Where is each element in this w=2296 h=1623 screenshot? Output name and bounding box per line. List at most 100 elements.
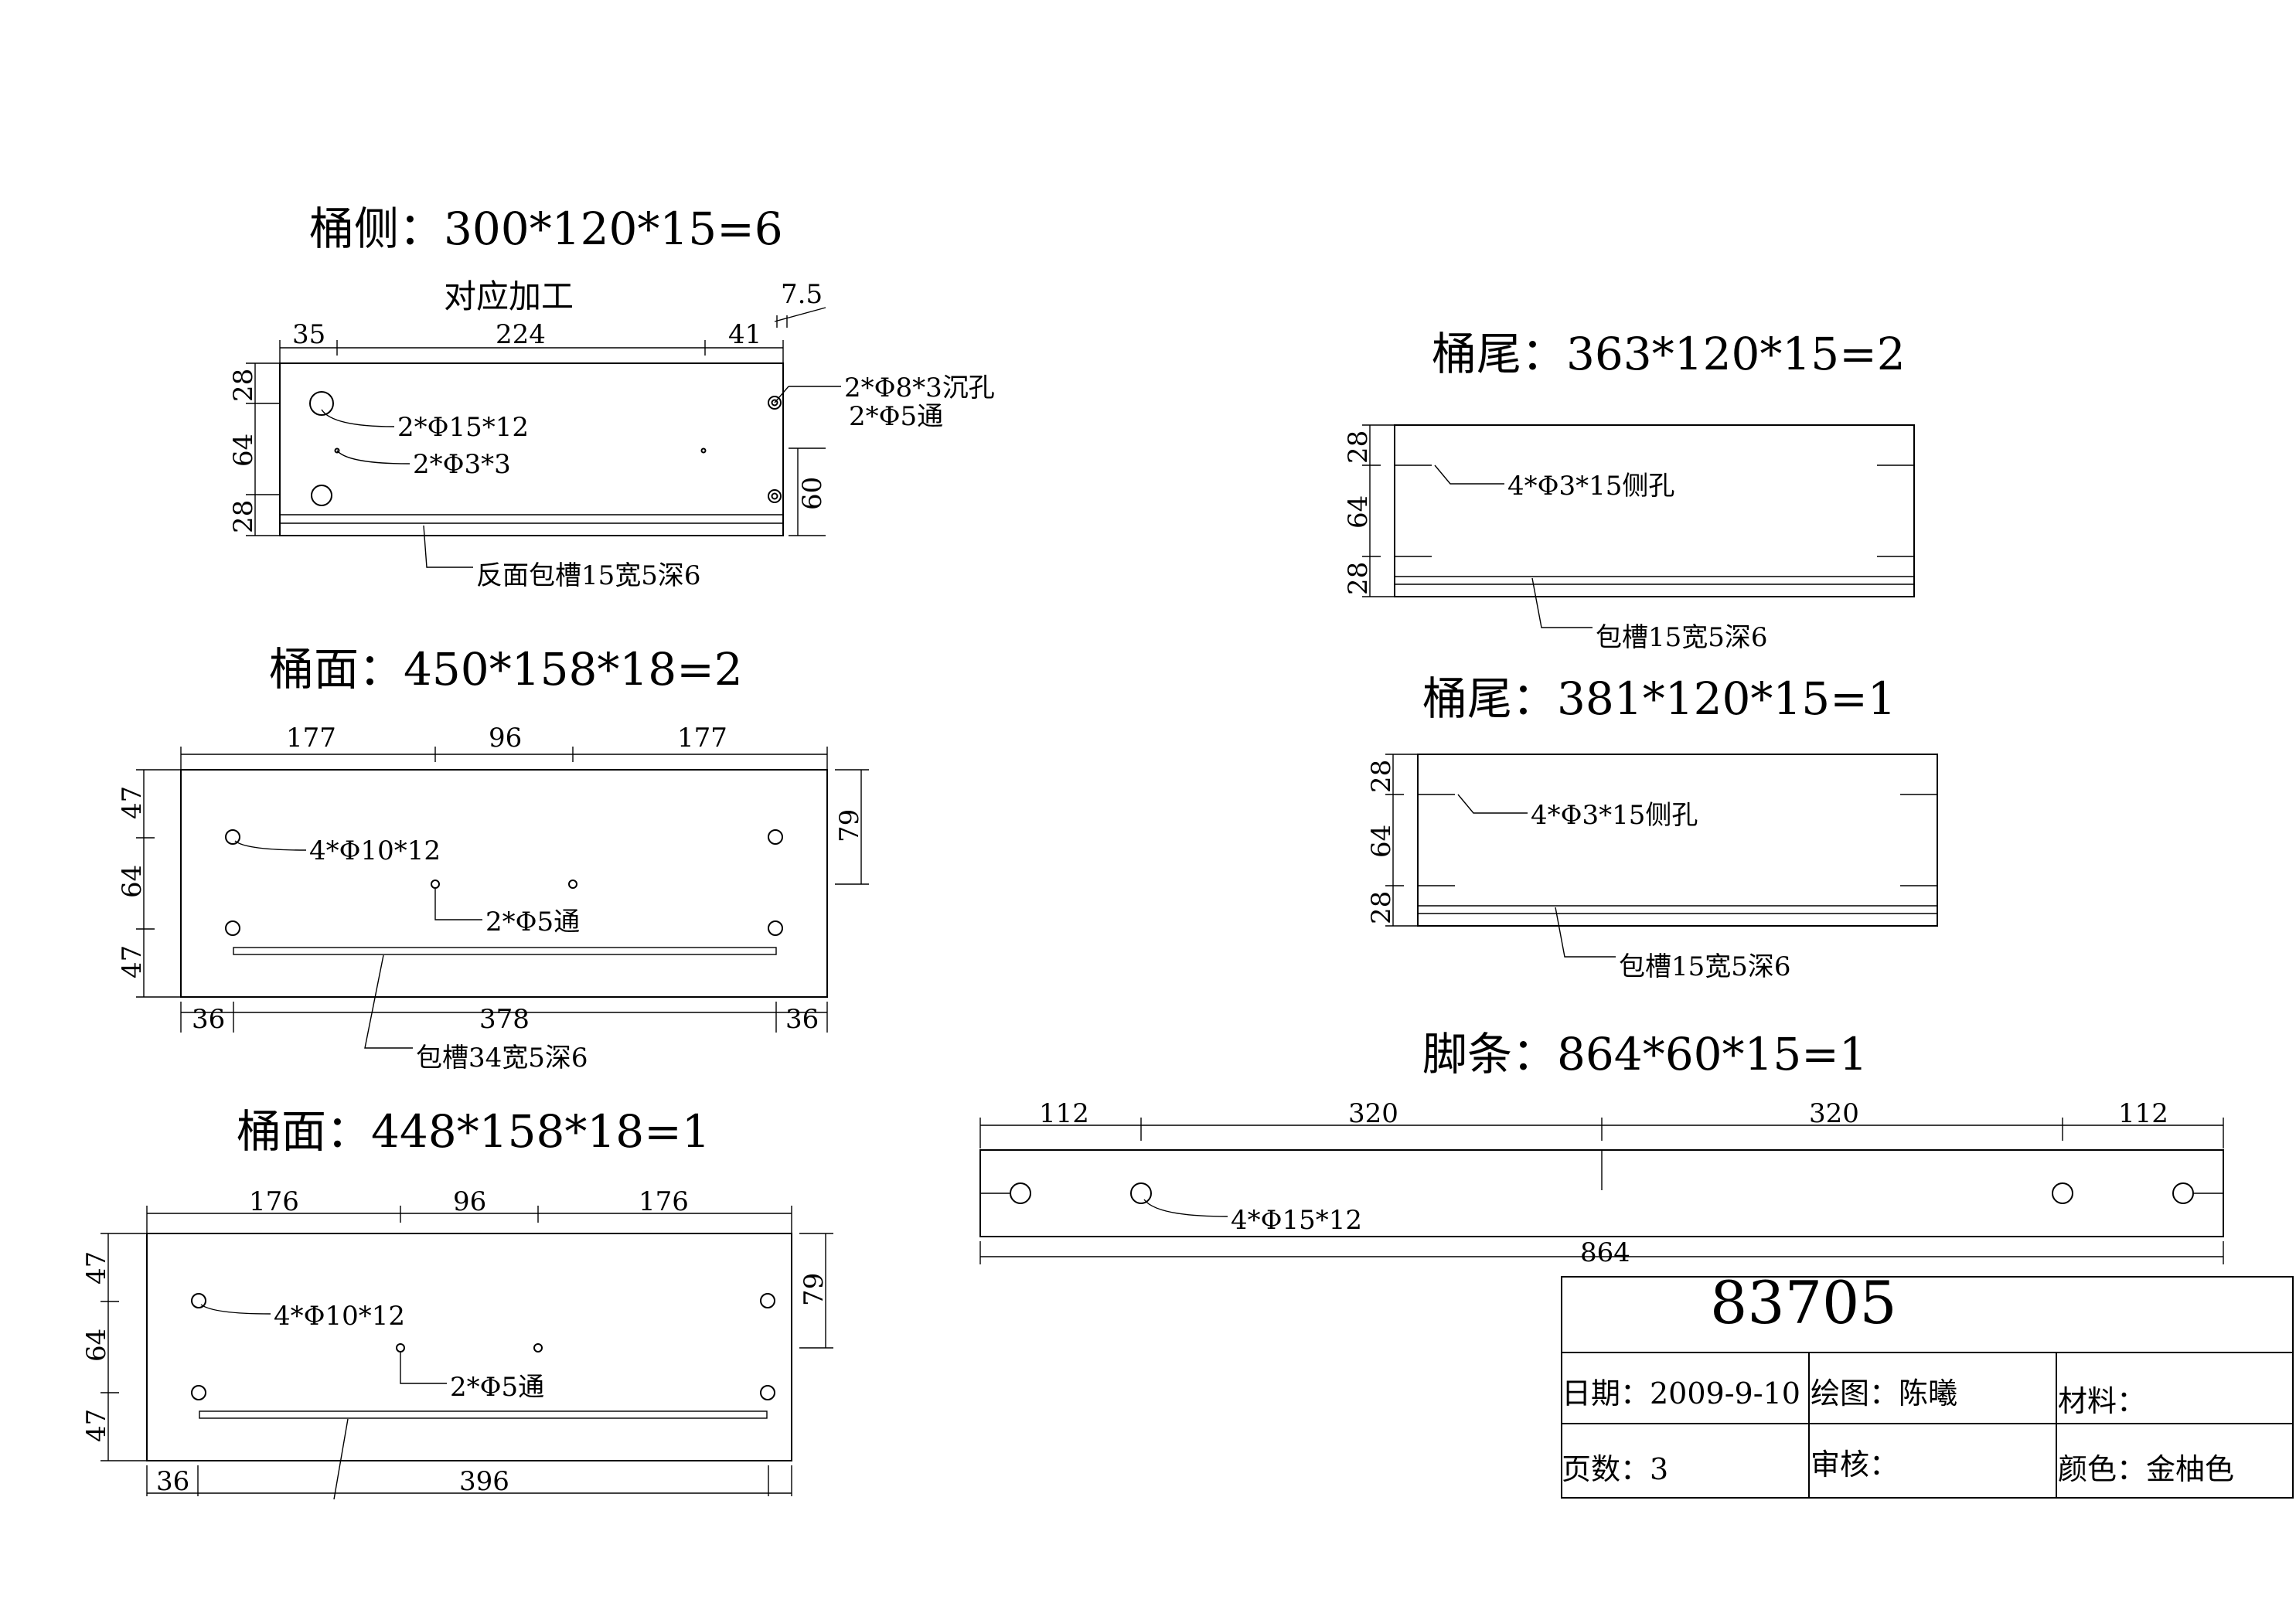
groove-note: 包槽34宽5深6 [416, 1043, 588, 1073]
dim-label: 79 [799, 1273, 829, 1306]
part-title: 桶尾：363*120*15=2 [1432, 328, 1906, 380]
part-title: 桶面：448*158*18=1 [237, 1105, 710, 1158]
dim-label: 64 [1366, 825, 1397, 858]
hole-note: 4*Φ3*15侧孔 [1531, 800, 1698, 831]
dim-label: 320 [1348, 1098, 1398, 1129]
hole-15mm [2172, 1182, 2194, 1204]
groove-note: 反面包槽15宽5深6 [476, 560, 701, 591]
dim-label: 64 [1343, 495, 1374, 529]
hole-10mm [760, 1293, 775, 1308]
dim-label: 28 [1343, 562, 1374, 595]
dim-label: 47 [117, 786, 148, 819]
dim-label: 36 [192, 1004, 225, 1035]
dim-label: 64 [81, 1329, 112, 1362]
dim-label: 224 [496, 319, 546, 350]
title-block: 83705 日期：2009-9-10 绘图：陈曦 材料： 页数：3 审核： 颜色… [1561, 1268, 2294, 1499]
hole-note: 4*Φ10*12 [274, 1301, 405, 1332]
hole-10mm [191, 1293, 206, 1308]
leader-line [423, 525, 473, 568]
dim-label: 112 [2118, 1098, 2168, 1129]
hole-10mm [225, 920, 240, 936]
leader-line [1143, 1199, 1228, 1217]
hole-15mm [309, 391, 334, 416]
part-tail-2: 桶尾：381*120*15=1 28 64 28 4*Φ3*15侧孔 包槽15宽… [1366, 672, 1938, 982]
hole-note: 2*Φ15*12 [397, 412, 529, 443]
hole-note: 4*Φ10*12 [309, 835, 441, 866]
part-tail-1: 桶尾：363*120*15=2 28 64 28 4*Φ3*15侧孔 包槽15宽… [1343, 328, 1915, 653]
leader-line [1555, 907, 1616, 958]
reviewer-field: 审核： [1811, 1448, 1899, 1482]
leader-line [774, 307, 826, 322]
leader-line [200, 1304, 271, 1315]
dim-label: 28 [228, 369, 259, 402]
leader-line [333, 1418, 349, 1500]
part-side: 桶侧：300*120*15=6 对应加工 35 224 41 7.5 28 64… [228, 202, 995, 591]
leader-line [774, 386, 789, 403]
dim-label: 64 [228, 434, 259, 467]
dim-label: 28 [228, 500, 259, 533]
panel-outline [1417, 754, 1938, 927]
leader-line [364, 954, 413, 1049]
dim-label: 112 [1039, 1098, 1089, 1129]
hole-15mm [311, 485, 332, 506]
dim-label: 35 [292, 319, 325, 350]
hole-note: 2*Φ5通 [485, 907, 580, 937]
groove-note: 包槽15宽5深6 [1619, 951, 1791, 982]
hole-10mm [768, 920, 783, 936]
hole-note: 2*Φ3*3 [413, 449, 511, 480]
leader-line [400, 1352, 447, 1384]
through-hole [771, 492, 778, 500]
part-top-1: 桶面：450*158*18=2 177 96 177 47 64 47 79 3… [117, 643, 869, 1073]
hole-15mm [1010, 1182, 1031, 1204]
dim-label: 96 [453, 1186, 486, 1217]
dim-label: 864 [1580, 1237, 1630, 1268]
groove [233, 947, 777, 955]
dim-label: 79 [834, 809, 865, 842]
dim-label: 176 [249, 1186, 299, 1217]
dim-label: 396 [459, 1466, 509, 1497]
dim-label: 47 [117, 945, 148, 978]
dim-label: 36 [156, 1466, 189, 1497]
part-title: 脚条：864*60*15=1 [1422, 1028, 1868, 1080]
dim-label: 177 [677, 723, 727, 754]
groove-note: 包槽15宽5深6 [1596, 622, 1768, 653]
hole-15mm [2052, 1182, 2073, 1204]
panel-outline [180, 769, 828, 998]
dim-label: 41 [728, 319, 761, 350]
leader-line [234, 840, 307, 851]
dim-label: 47 [81, 1251, 112, 1284]
leader-line [1457, 794, 1528, 814]
hole-5mm [533, 1343, 543, 1352]
dim-label: 176 [639, 1186, 689, 1217]
leader-line [321, 409, 395, 427]
material-field: 材料： [2058, 1384, 2146, 1418]
part-foot: 脚条：864*60*15=1 112 320 320 112 4*Φ15*12 … [979, 1028, 2224, 1268]
hole-note: 4*Φ3*15侧孔 [1507, 471, 1674, 502]
dim-label: 7.5 [781, 279, 823, 310]
part-title: 桶侧：300*120*15=6 [309, 202, 783, 255]
title-block-frame [1561, 1276, 2294, 1499]
dim-label: 28 [1366, 891, 1397, 924]
hole-10mm [225, 829, 240, 845]
dim-label: 177 [286, 723, 336, 754]
part-top-2: 桶面：448*158*18=1 176 96 176 47 64 47 79 3… [81, 1105, 833, 1500]
hole-10mm [768, 829, 783, 845]
date-field: 日期：2009-9-10 [1562, 1376, 1800, 1410]
leader-line [1531, 577, 1593, 628]
panel-outline [1394, 424, 1915, 597]
dim-label: 320 [1809, 1098, 1859, 1129]
dim-label: 378 [479, 1004, 530, 1035]
hole-5mm [568, 880, 577, 889]
dim-label: 60 [797, 477, 828, 510]
hole-5mm [396, 1343, 405, 1352]
leader-line [336, 450, 410, 464]
pages-field: 页数：3 [1562, 1452, 1668, 1486]
hole-note: 4*Φ15*12 [1231, 1205, 1362, 1236]
drawing-number: 83705 [1710, 1268, 1897, 1337]
leader-line [434, 889, 482, 920]
dim-label: 64 [117, 865, 148, 898]
panel-outline [146, 1233, 792, 1461]
hole-5mm [431, 880, 440, 889]
color-field: 颜色：金柚色 [2058, 1452, 2234, 1486]
